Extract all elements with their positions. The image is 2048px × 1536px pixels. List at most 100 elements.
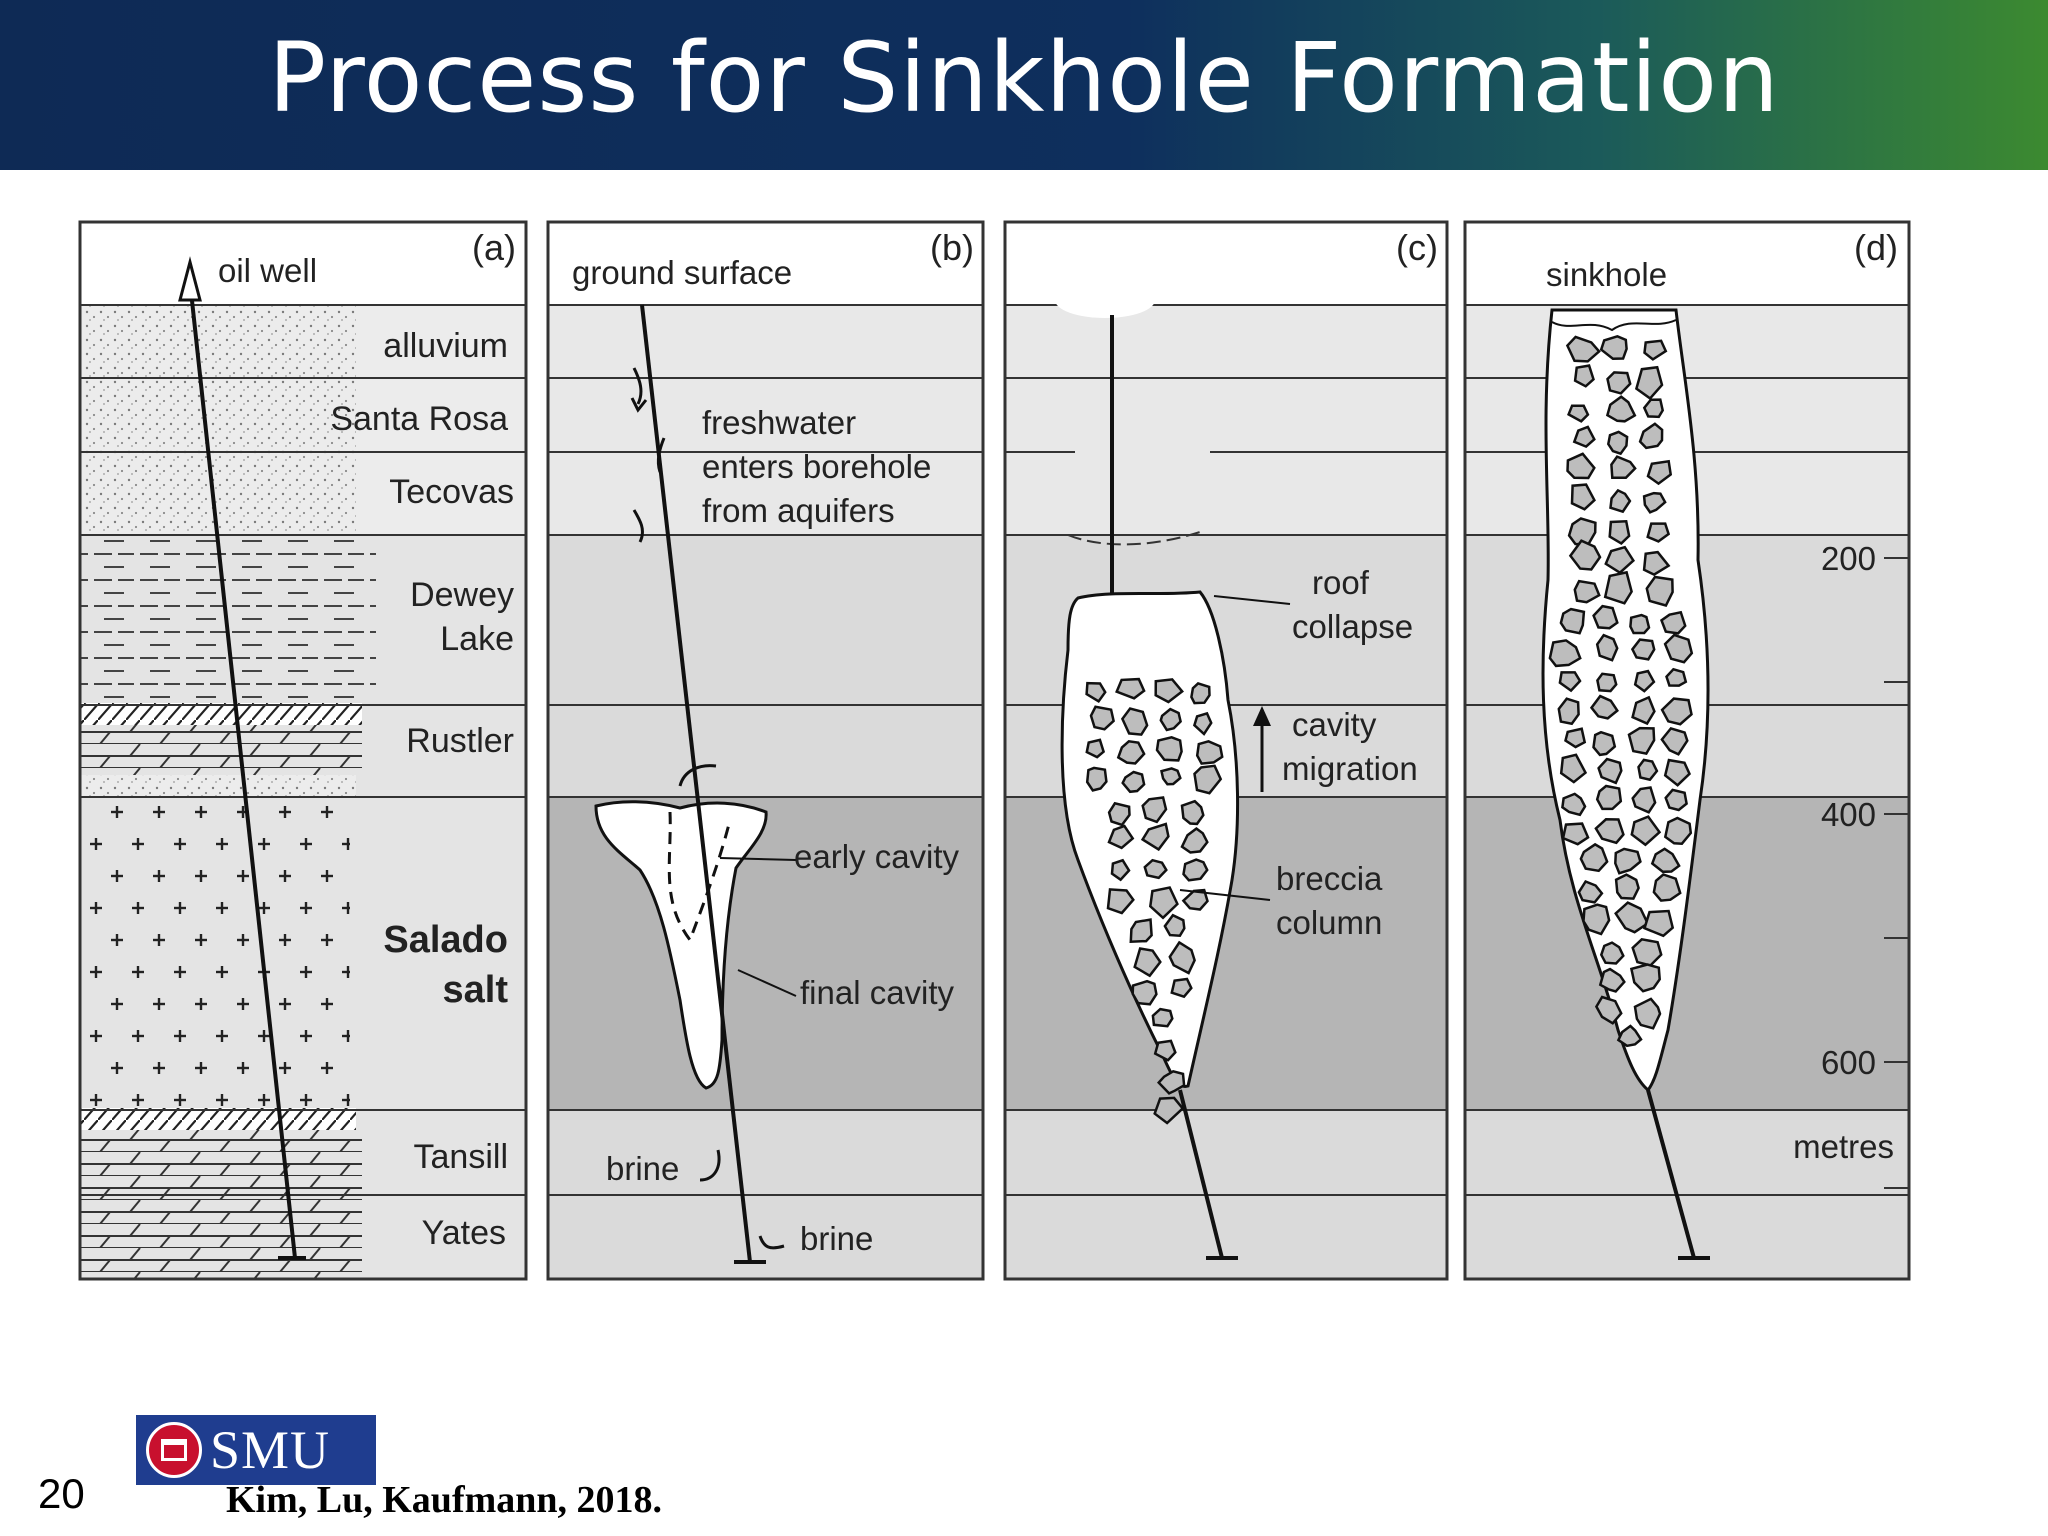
breccia-clast	[1594, 818, 1625, 845]
stratum-label-yates: Yates	[422, 1214, 506, 1252]
breccia-clast	[1567, 404, 1590, 423]
breccia-clast	[1604, 545, 1636, 575]
breccia-clast	[1140, 822, 1170, 852]
breccia-clast	[1153, 1096, 1185, 1125]
breccia-clast	[1596, 672, 1618, 693]
panel-d-tag: (d)	[1854, 227, 1898, 268]
breccia-clast	[1159, 707, 1182, 732]
breccia-clast	[1573, 364, 1595, 388]
breccia-clast	[1564, 727, 1587, 749]
breccia-clast	[1589, 694, 1619, 720]
breccia-clast	[1582, 903, 1611, 936]
breccia-clast	[1107, 824, 1135, 850]
breccia-clast	[1565, 335, 1601, 363]
stratum-label-tecovas: Tecovas	[389, 473, 514, 511]
breccia-clast	[1643, 339, 1668, 361]
stratum-label-rustler: Rustler	[406, 722, 514, 760]
breccia-clast	[1660, 726, 1689, 756]
breccia-clast	[1573, 579, 1601, 604]
breccia-clast	[1129, 918, 1153, 944]
breccia-clast	[1645, 575, 1674, 607]
breccia-clast	[1141, 796, 1168, 824]
breccia-clast	[1572, 425, 1596, 449]
breccia-clast	[1561, 792, 1587, 817]
breccia-clast	[1637, 758, 1659, 782]
breccia-clast	[1561, 822, 1590, 846]
breccia-clast	[1570, 483, 1596, 511]
breccia-clast	[1089, 705, 1115, 731]
breccia-clast	[1629, 613, 1651, 635]
breccia-clast	[1599, 334, 1628, 360]
breccia-clast	[1116, 739, 1146, 765]
breccia-clast	[1631, 695, 1656, 726]
breccia-clast	[1633, 669, 1656, 693]
breccia-clast	[1181, 888, 1209, 911]
breccia-clast	[1663, 816, 1693, 845]
breccia-clast	[1568, 539, 1602, 571]
breccia-clast	[1634, 365, 1664, 401]
breccia-clast	[1646, 522, 1671, 543]
breccia-clast	[1557, 697, 1580, 726]
breccia-clast	[1652, 873, 1682, 902]
breccia-clast	[1630, 638, 1656, 661]
breccia-clast	[1548, 639, 1582, 668]
panel-c-tag: (c)	[1396, 227, 1438, 268]
breccia-clast	[1120, 707, 1149, 736]
breccia-clast	[1110, 858, 1131, 882]
breccia-clast	[1559, 607, 1586, 635]
stratum-label-dewey-lake: Dewey	[410, 576, 514, 614]
panel-a-tag: (a)	[472, 227, 516, 268]
breccia-clast	[1650, 847, 1681, 874]
breccia-clast	[1182, 858, 1209, 882]
brine-label: brine	[606, 1150, 679, 1187]
seal-icon	[146, 1422, 202, 1478]
breccia-clast	[1614, 847, 1642, 875]
breccia-clast	[1609, 488, 1632, 514]
stratum-label-salado-salt: Salado	[383, 919, 508, 961]
breccia-clast	[1180, 799, 1205, 826]
depth-tick-label: 200	[1821, 540, 1876, 577]
breccia-clast	[1566, 452, 1596, 480]
breccia-clast	[1642, 491, 1667, 514]
breccia-clast	[1594, 995, 1623, 1025]
breccia-clast	[1148, 886, 1179, 920]
breccia-clast	[1190, 681, 1211, 705]
breccia-clast	[1630, 815, 1662, 847]
breccia-clast	[1192, 711, 1213, 736]
breccia-clast	[1170, 977, 1193, 999]
breccia-clasts	[1085, 677, 1224, 1125]
breccia-clast	[1107, 801, 1131, 827]
breccia-clast	[1153, 1039, 1177, 1062]
final-cavity-label: final cavity	[800, 974, 955, 1011]
breccia-clast	[1642, 550, 1671, 577]
breccia-clast	[1595, 633, 1619, 662]
breccia-clast	[1614, 901, 1650, 934]
breccia-clast	[1085, 681, 1107, 703]
cavity-migration-label: cavity migration	[1282, 706, 1418, 787]
breccia-clast	[1558, 671, 1582, 693]
breccia-clast	[1599, 941, 1625, 965]
breccia-clast	[1085, 738, 1106, 759]
depth-tick-label: 600	[1821, 1044, 1876, 1081]
depth-tick-label: 400	[1821, 796, 1876, 833]
depth-unit-label: metres	[1793, 1128, 1894, 1165]
panel-b-tag: (b)	[930, 227, 974, 268]
breccia-clast	[1559, 753, 1588, 784]
breccia-clast	[1664, 788, 1688, 812]
breccia-clast	[1633, 997, 1662, 1030]
breccia-clast	[1195, 739, 1224, 765]
breccia-clast	[1595, 784, 1623, 811]
breccia-clast	[1614, 873, 1640, 900]
slide-title: Process for Sinkhole Formation	[268, 22, 1780, 134]
breccia-clast	[1642, 398, 1665, 419]
panel-d-top-label: sinkhole	[1546, 256, 1667, 293]
citation: Kim, Lu, Kaufmann, 2018.	[226, 1479, 663, 1521]
breccia-clast	[1156, 1069, 1186, 1095]
breccia-clast	[1629, 963, 1661, 993]
breccia-clast	[1577, 879, 1604, 904]
logo-wordmark: SMU	[210, 1420, 331, 1480]
breccia-clast	[1646, 459, 1673, 486]
freshwater-label: freshwater enters borehole from aquifers	[702, 404, 941, 529]
